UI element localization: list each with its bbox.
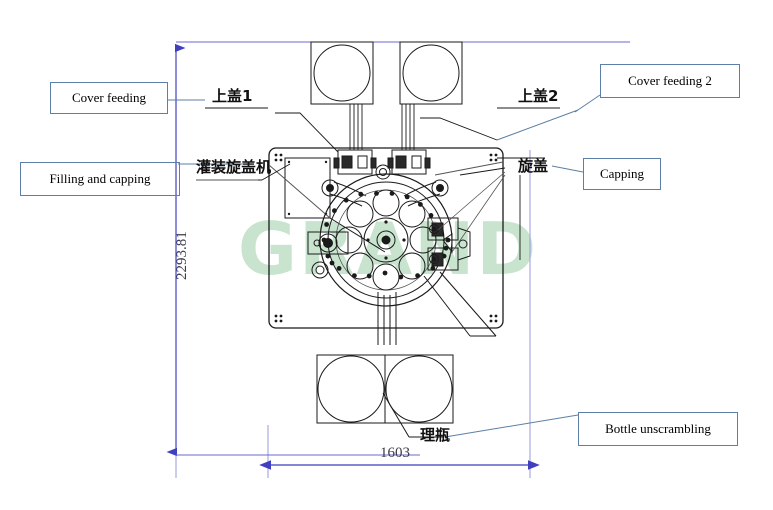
leader-bottle-unscrambling xyxy=(444,414,579,438)
callout-label: Cover feeding xyxy=(71,90,146,105)
discharge-chute xyxy=(377,292,397,345)
label-li-ping: 理瓶 xyxy=(420,426,451,444)
callout-label: Cover feeding 2 xyxy=(628,73,712,88)
transfer-arm-left xyxy=(321,179,367,207)
main-frame-outline xyxy=(268,147,504,329)
cap-chute-2 xyxy=(401,104,415,150)
turret-hub-dots xyxy=(366,220,406,260)
cap-feeder-head-1 xyxy=(333,149,377,175)
center-hex-fitting xyxy=(375,164,391,180)
transfer-arm-right xyxy=(403,179,449,207)
label-shang-gai-2: 上盖2 xyxy=(518,87,559,105)
callout-filling-and-capping[interactable]: Filling and capping xyxy=(20,162,180,196)
leader-cover-feeding-2b xyxy=(496,109,579,141)
dimension-width-text: 1603 xyxy=(380,445,410,461)
cap-feeder-head-2 xyxy=(387,149,431,175)
callout-cover-feeding[interactable]: Cover feeding xyxy=(50,82,168,114)
callout-label: Filling and capping xyxy=(49,171,151,186)
callout-label: Bottle unscrambling xyxy=(605,421,711,436)
cap-chute-1 xyxy=(349,104,363,150)
label-xuan-gai: 旋盖 xyxy=(518,157,549,175)
label-guan-zhuang-xuan-gai-ji: 灌装旋盖机 xyxy=(196,158,272,176)
leader-lines xyxy=(168,94,601,438)
dimension-lines xyxy=(175,41,630,478)
label-shang-gai-1: 上盖1 xyxy=(212,87,253,105)
callout-bottle-unscrambling[interactable]: Bottle unscrambling xyxy=(578,412,738,446)
capping-station xyxy=(427,217,471,271)
leader-cover-feeding-2a xyxy=(574,94,601,113)
left-drive-block xyxy=(307,231,349,279)
bottle-unscrambler xyxy=(316,354,454,424)
turret-bottle-pockets xyxy=(335,189,437,291)
machine-geometry xyxy=(196,41,560,438)
cap-hopper-1 xyxy=(310,41,374,105)
cap-hopper-2 xyxy=(399,41,463,105)
callout-label: Capping xyxy=(599,166,645,181)
leader-capping xyxy=(551,165,584,173)
right-guide-rail xyxy=(423,271,497,337)
frame-bolt-dots xyxy=(274,153,498,323)
control-cabinet-panel xyxy=(284,157,331,219)
callout-cover-feeding-2[interactable]: Cover feeding 2 xyxy=(600,64,740,98)
callout-capping[interactable]: Capping xyxy=(583,158,661,190)
dimension-height-text: 2293.81 xyxy=(174,231,190,280)
horizontal-dimension xyxy=(176,454,540,470)
